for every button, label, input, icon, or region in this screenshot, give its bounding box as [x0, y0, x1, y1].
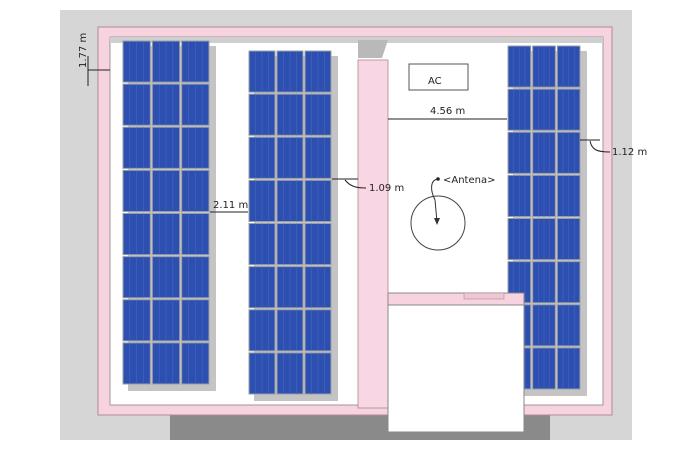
dim-label-between-arrays: 2.11 m: [213, 200, 248, 211]
solar-array-1: [122, 40, 216, 391]
pink-column: [357, 59, 389, 409]
antenna-leader: [431, 178, 439, 223]
column-shade: [358, 40, 388, 58]
parapet-inner-shade: [110, 37, 603, 43]
dim-label-top-left: 1.77 m: [78, 33, 89, 68]
box-structure: [387, 304, 525, 433]
solar-array-3: [507, 45, 587, 396]
solar-arrays: [122, 40, 587, 401]
antenna-label: <Antena>: [443, 175, 495, 186]
ac-unit: [408, 63, 469, 91]
ac-label: AC: [428, 76, 442, 87]
dim-label-right-edge: 1.12 m: [612, 147, 647, 158]
dim-leader-right-edge: [589, 140, 611, 153]
solar-array-2: [248, 50, 338, 401]
dim-label-array-column: 1.09 m: [369, 183, 404, 194]
dim-label-column-array: 4.56 m: [430, 106, 465, 117]
antenna-arrow-icon: [434, 218, 440, 225]
dim-leader-array-column: [344, 179, 367, 189]
antenna-circle: [410, 195, 466, 251]
box-hatch: [463, 292, 505, 300]
